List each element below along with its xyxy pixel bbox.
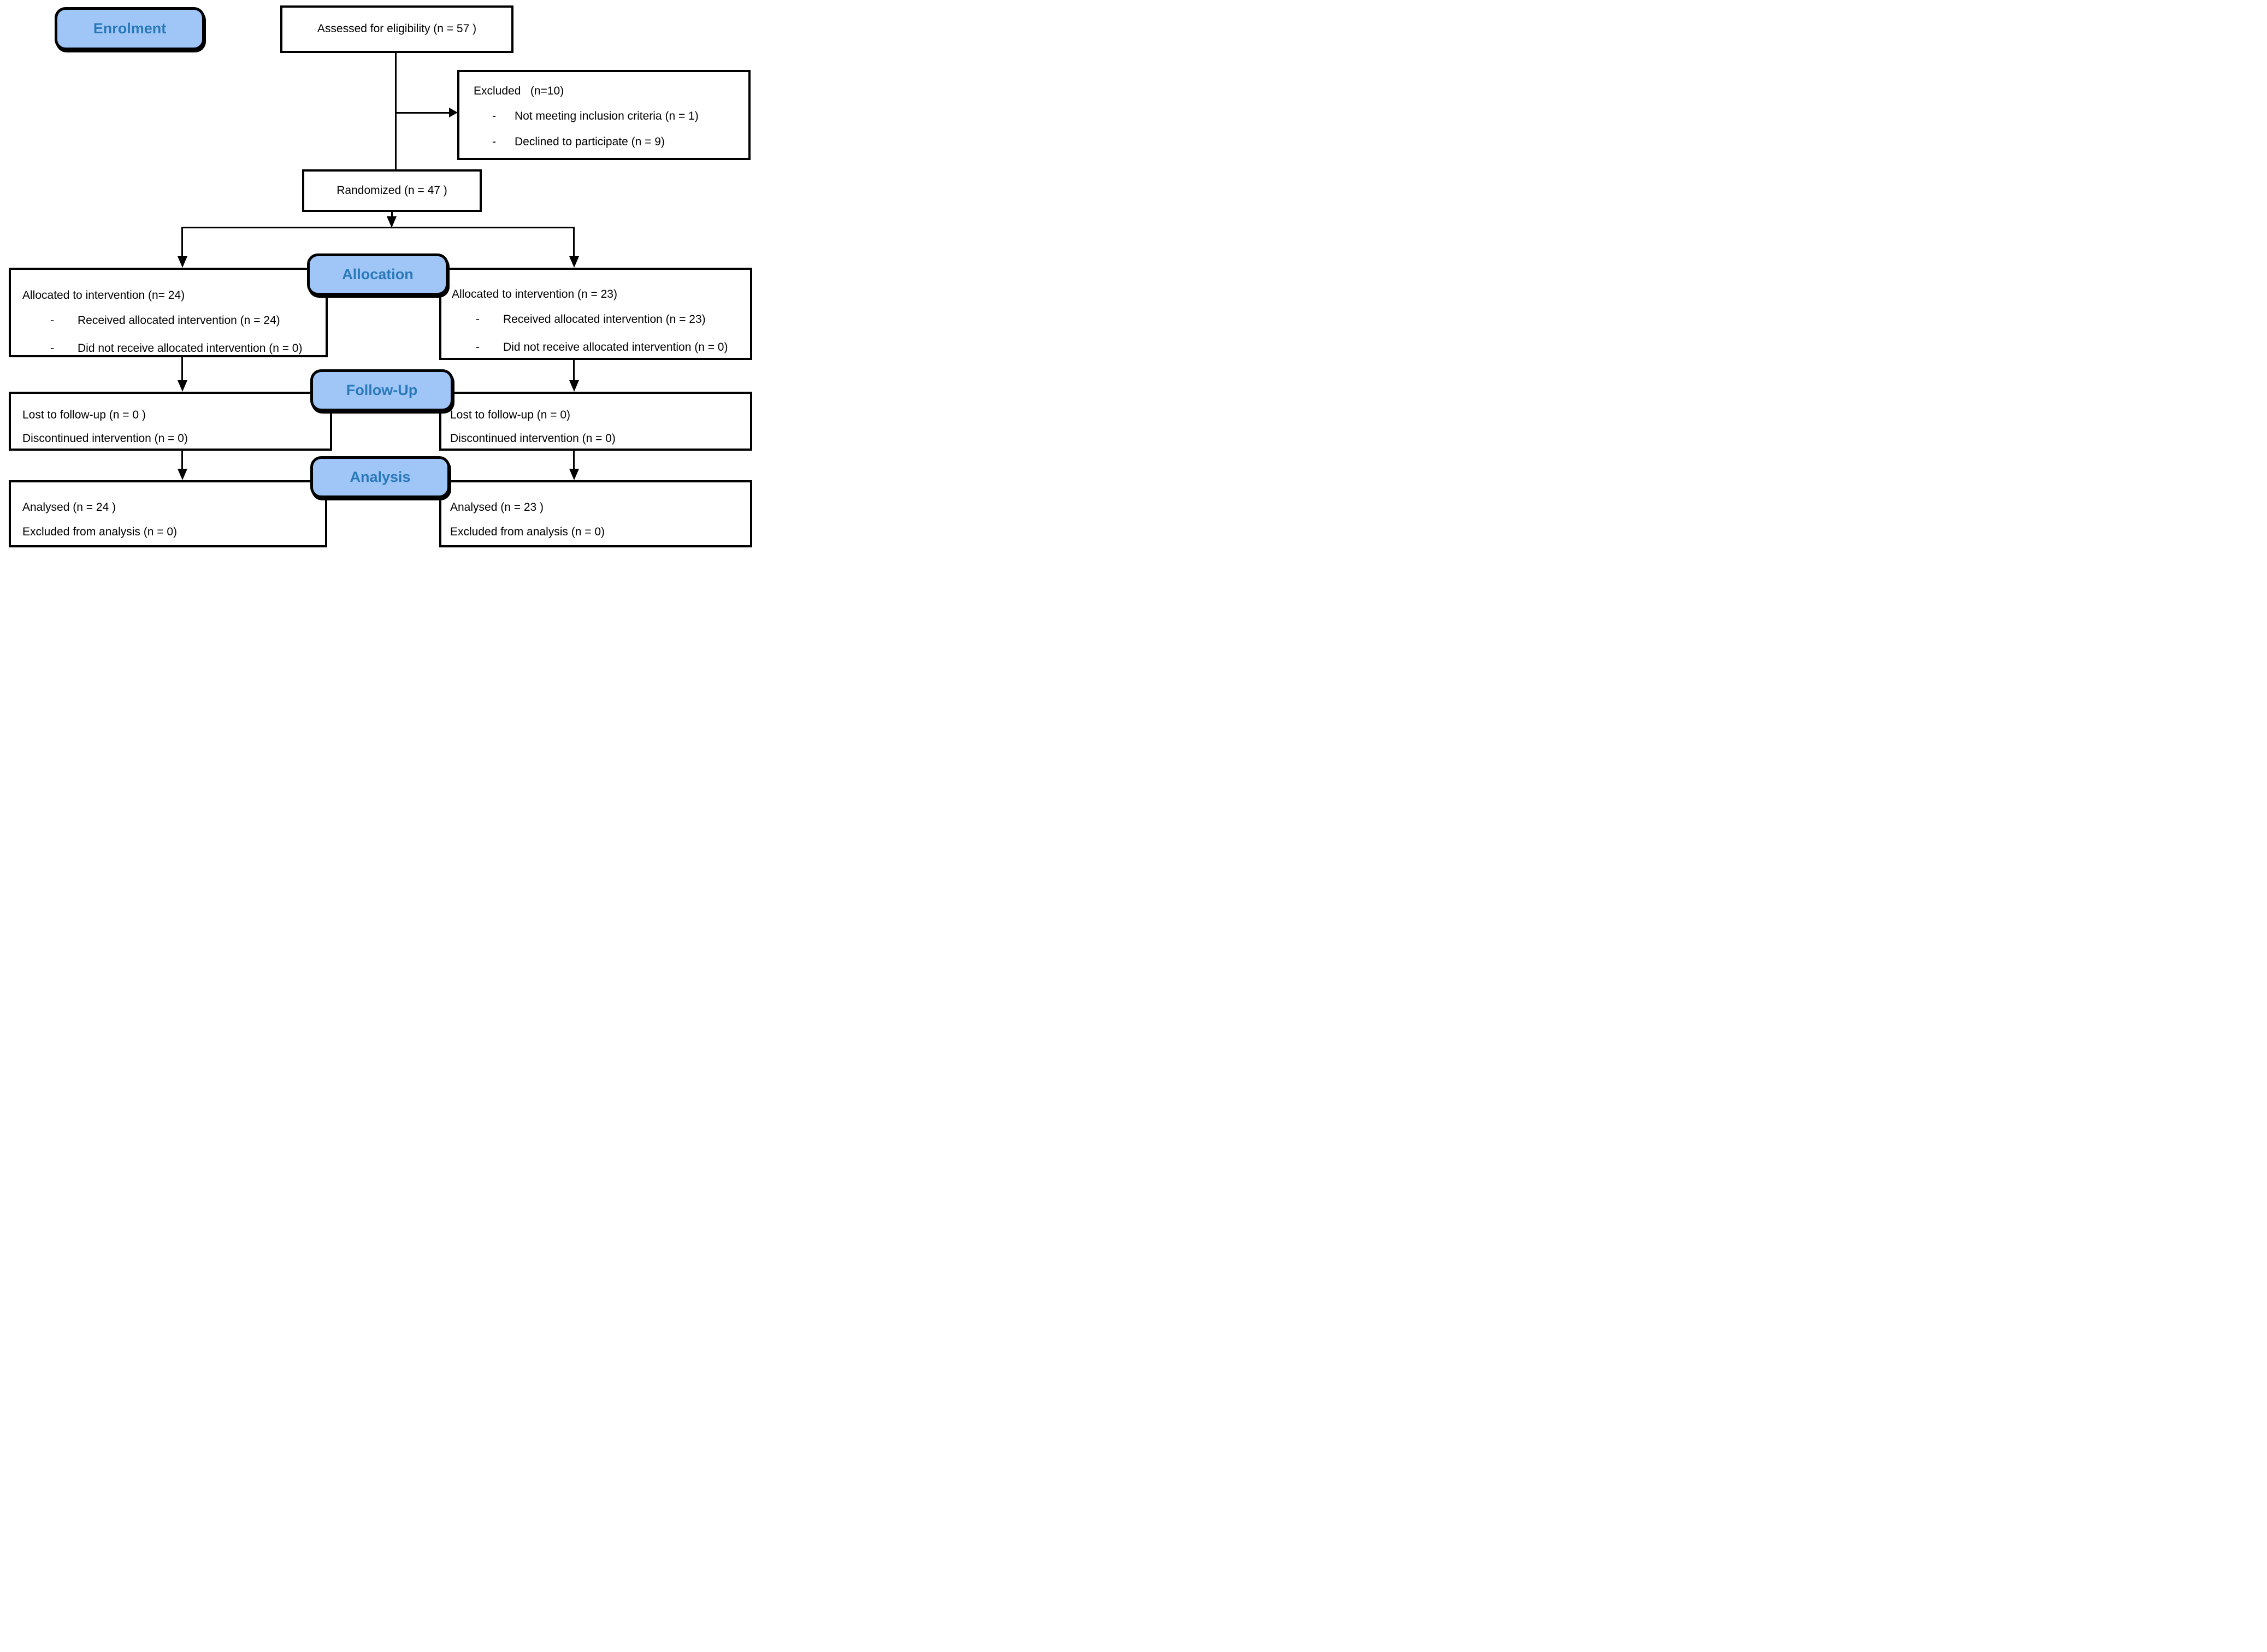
stage-allocation-label: Allocation — [342, 266, 414, 282]
assessed-box: Assessed for eligibility (n = 57 ) — [280, 5, 513, 53]
stage-enrolment: Enrolment — [55, 7, 205, 50]
bullet-dash: - — [476, 313, 480, 326]
arrowhead-excluded-icon — [449, 108, 458, 117]
consort-flow-diagram: Assessed for eligibility (n = 57 ) Exclu… — [0, 0, 755, 551]
arrowhead-alloc-left-icon — [178, 256, 187, 268]
analysis-left-box: Analysed (n = 24 ) Excluded from analysi… — [9, 480, 327, 547]
stage-followup: Follow-Up — [310, 369, 453, 411]
analysis-left-line: Excluded from analysis (n = 0) — [22, 526, 178, 538]
excluded-title: Excluded (n=10) — [474, 85, 564, 97]
connector-assessed-to-randomized — [395, 53, 397, 169]
analysis-left-line: Analysed (n = 24 ) — [22, 501, 116, 514]
connector-fu-to-an-right — [573, 451, 575, 469]
stage-followup-label: Follow-Up — [346, 382, 418, 398]
connector-fu-to-an-left — [181, 451, 183, 469]
stage-allocation: Allocation — [307, 253, 448, 296]
connector-alloc-to-fu-right — [573, 360, 575, 380]
excluded-item: Declined to participate (n = 9) — [515, 135, 665, 148]
followup-left-box: Lost to follow-up (n = 0 ) Discontinued … — [9, 392, 332, 451]
bullet-dash: - — [492, 135, 496, 148]
excluded-box: Excluded (n=10) - Not meeting inclusion … — [457, 70, 751, 160]
bullet-dash: - — [492, 110, 496, 122]
bullet-dash: - — [50, 342, 54, 355]
allocated-right-box: Allocated to intervention (n = 23) - Rec… — [439, 268, 752, 360]
followup-right-line: Discontinued intervention (n = 0) — [450, 432, 616, 445]
arrowhead-an-left-icon — [178, 469, 187, 480]
connector-to-excluded — [395, 112, 450, 114]
bullet-dash: - — [50, 314, 54, 327]
allocated-left-box: Allocated to intervention (n= 24) - Rece… — [9, 268, 328, 357]
followup-right-line: Lost to follow-up (n = 0) — [450, 409, 571, 421]
randomized-box: Randomized (n = 47 ) — [302, 169, 482, 212]
excluded-item: Not meeting inclusion criteria (n = 1) — [515, 110, 699, 122]
randomized-text: Randomized (n = 47 ) — [336, 184, 447, 197]
analysis-right-line: Analysed (n = 23 ) — [450, 501, 544, 514]
allocated-left-item: Received allocated intervention (n = 24) — [78, 314, 280, 327]
arrowhead-an-right-icon — [569, 469, 579, 480]
arrowhead-fu-right-icon — [569, 380, 579, 392]
analysis-right-box: Analysed (n = 23 ) Excluded from analysi… — [439, 480, 752, 547]
allocated-left-item: Did not receive allocated intervention (… — [78, 342, 303, 355]
followup-left-line: Lost to follow-up (n = 0 ) — [22, 409, 146, 421]
allocated-right-title: Allocated to intervention (n = 23) — [452, 288, 617, 300]
connector-randomized-to-split — [391, 212, 393, 217]
stage-enrolment-label: Enrolment — [93, 20, 167, 37]
assessed-text: Assessed for eligibility (n = 57 ) — [317, 22, 477, 36]
stage-analysis: Analysis — [310, 456, 450, 498]
arrowhead-fu-left-icon — [178, 380, 187, 392]
arrowhead-alloc-right-icon — [569, 256, 579, 268]
bullet-dash: - — [476, 341, 480, 353]
allocated-right-item: Did not receive allocated intervention (… — [503, 341, 728, 353]
analysis-right-line: Excluded from analysis (n = 0) — [450, 526, 605, 538]
allocated-right-item: Received allocated intervention (n = 23) — [503, 313, 706, 326]
connector-split-to-alloc-left — [181, 227, 183, 256]
stage-analysis-label: Analysis — [350, 469, 411, 485]
split-line — [182, 227, 574, 228]
followup-left-line: Discontinued intervention (n = 0) — [22, 432, 188, 445]
arrowhead-split-icon — [387, 216, 397, 228]
followup-right-box: Lost to follow-up (n = 0) Discontinued i… — [439, 392, 752, 451]
connector-split-to-alloc-right — [573, 227, 575, 256]
connector-alloc-to-fu-left — [181, 357, 183, 380]
allocated-left-title: Allocated to intervention (n= 24) — [22, 289, 185, 302]
